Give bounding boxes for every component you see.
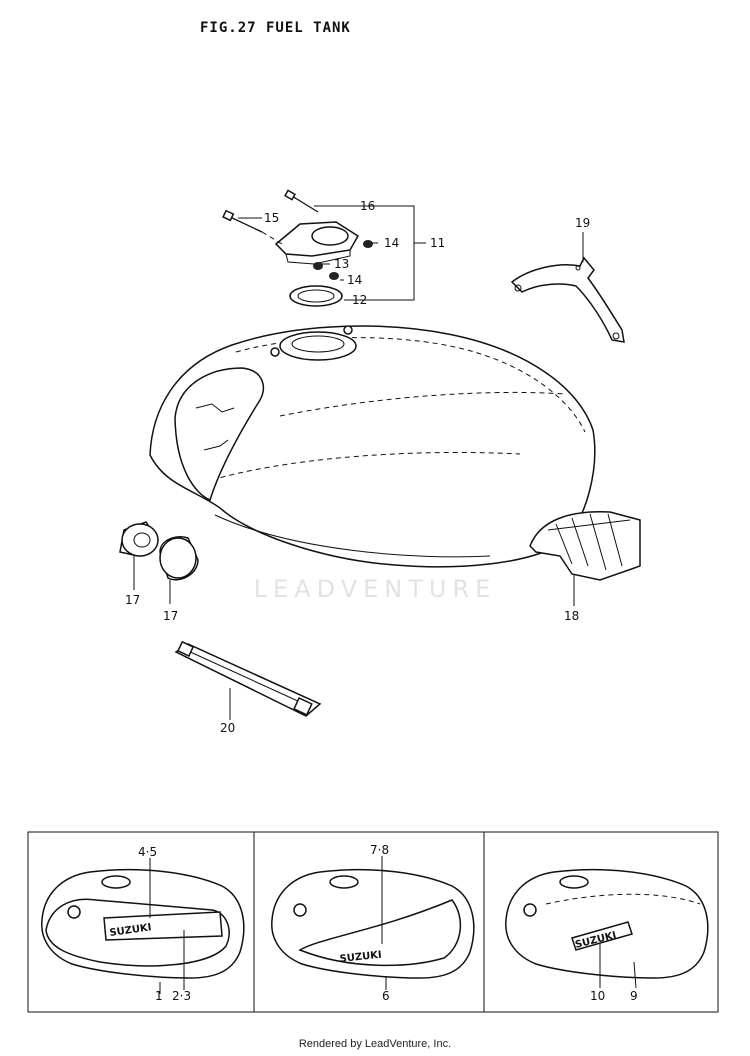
callout-17-right: 17 [163, 609, 178, 623]
callout-1: 1 [155, 989, 163, 1003]
footer-credit: Rendered by LeadVenture, Inc. [298, 1038, 452, 1050]
variant-panels [27, 831, 719, 1013]
callout-10: 10 [590, 989, 605, 1003]
callout-12: 12 [352, 293, 367, 307]
callout-6: 6 [382, 989, 390, 1003]
bracket-19 [510, 256, 625, 343]
rubber-cushion-18 [529, 511, 641, 581]
callout-4-5: 4·5 [138, 845, 157, 859]
callout-2-3: 2·3 [172, 989, 191, 1003]
callout-14-lower: 14 [347, 273, 362, 287]
band-strap-20 [174, 640, 322, 717]
callout-9: 9 [630, 989, 638, 1003]
watermark-text: LEADVENTURE [254, 575, 497, 603]
callout-14-upper: 14 [384, 236, 399, 250]
suzuki-emblem-2: SUZUKI [339, 950, 382, 965]
cushion-17-right [159, 536, 199, 581]
callout-11: 11 [430, 236, 445, 250]
cushion-17-left [119, 521, 160, 557]
fuel-cap-assembly [222, 189, 373, 307]
callout-17-left: 17 [125, 593, 140, 607]
callout-18: 18 [564, 609, 579, 623]
figure-title: FIG.27 FUEL TANK [200, 20, 351, 36]
fuel-tank-main [149, 325, 596, 568]
tank-variant-1: SUZUKI [41, 868, 245, 979]
callout-19: 19 [575, 216, 590, 230]
callout-7-8: 7·8 [370, 843, 389, 857]
callout-13: 13 [334, 257, 349, 271]
callout-20: 20 [220, 721, 235, 735]
tank-variant-3: SUZUKI [505, 868, 709, 979]
tank-variant-2: SUZUKI [271, 868, 475, 979]
callout-15: 15 [264, 211, 279, 225]
callout-16: 16 [360, 199, 375, 213]
